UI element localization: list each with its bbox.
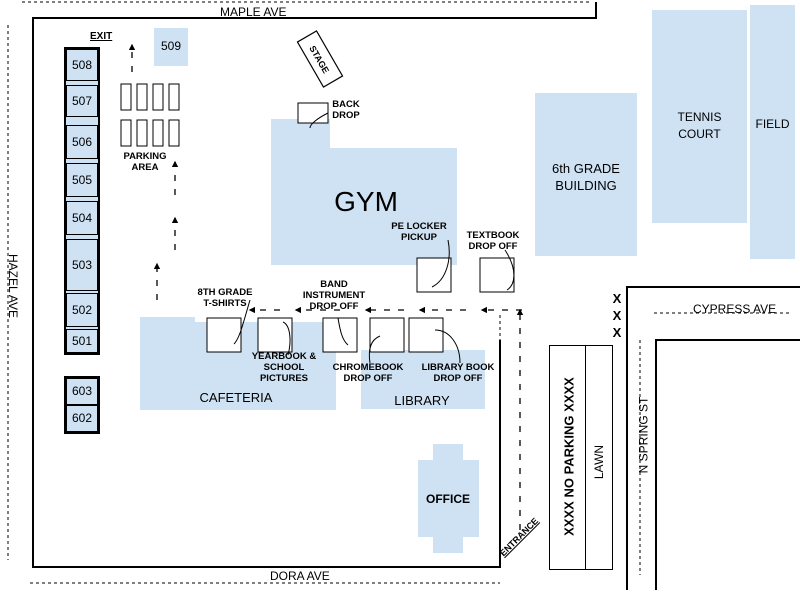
library-building <box>361 350 485 409</box>
exit-label: EXIT <box>90 31 113 42</box>
x-marker: X <box>612 308 622 323</box>
campus-boundary <box>32 2 597 568</box>
lawn-label: LAWN <box>592 444 606 480</box>
portable-506: 506 <box>66 125 98 159</box>
portable-501: 501 <box>66 329 98 353</box>
pe-locker-label: PE LOCKER PICKUP <box>391 221 447 243</box>
portable-509-bg <box>154 28 188 66</box>
cypress-ave-label: CYPRESS AVE <box>693 302 777 316</box>
buildings <box>140 5 795 553</box>
no-parking-label: XXXX NO PARKING XXXX <box>561 377 577 536</box>
eighth-grade-box <box>206 317 242 353</box>
portable-502: 502 <box>66 293 98 327</box>
library-book-label: LIBRARY BOOK DROP OFF <box>421 362 495 384</box>
tennis-court-label: TENNIS COURT <box>677 110 722 141</box>
x-marker: X <box>612 291 622 306</box>
yearbook-box <box>257 317 293 353</box>
portable-503: 503 <box>66 239 98 291</box>
field <box>750 5 795 259</box>
parking-spaces <box>120 83 180 147</box>
back-drop-label: BACK DROP <box>332 99 360 121</box>
band-box <box>322 317 358 353</box>
portable-505: 505 <box>66 163 98 197</box>
dashed-street-edges <box>7 1 790 584</box>
traffic-arrows <box>128 43 524 530</box>
portable-508: 508 <box>66 49 98 81</box>
sixth-grade-label: 6th GRADE BUILDING <box>552 161 620 193</box>
band-label: BAND INSTRUMENT DROP OFF <box>302 279 366 312</box>
library-label: LIBRARY <box>394 393 450 408</box>
portables-lower: 603 602 <box>64 376 100 434</box>
field-label: FIELD <box>755 117 790 131</box>
portable-509: 509 <box>160 39 182 53</box>
gym-building <box>271 119 457 265</box>
pe-locker-box <box>416 257 452 293</box>
station-boxes <box>206 102 515 353</box>
chromebook-label: CHROMEBOOK DROP OFF <box>332 362 404 384</box>
chromebook-box <box>369 317 405 353</box>
portable-504: 504 <box>66 201 98 235</box>
gym-label: GYM <box>334 186 398 217</box>
x-marker: X <box>612 325 622 340</box>
office-building <box>418 444 479 553</box>
portables-column: 508 507 506 505 504 503 502 501 <box>64 47 100 355</box>
yearbook-label: YEARBOOK & SCHOOL PICTURES <box>251 351 317 384</box>
no-parking-strip <box>549 345 586 570</box>
hazel-ave-label: HAZEL AVE <box>6 253 21 319</box>
portable-602: 602 <box>66 405 98 432</box>
eighth-grade-label: 8TH GRADE T-SHIRTS <box>197 287 253 309</box>
sixth-grade-building <box>535 93 637 256</box>
lawn-area <box>586 345 613 570</box>
callout-curves <box>233 112 515 364</box>
portable-603: 603 <box>66 378 98 405</box>
road-edges <box>626 286 800 590</box>
textbook-box <box>479 257 515 293</box>
maple-ave-label: MAPLE AVE <box>220 5 287 19</box>
library-book-box <box>408 317 444 353</box>
cafeteria-label: CAFETERIA <box>199 390 273 405</box>
parking-area-label: PARKING AREA <box>123 151 167 173</box>
xxx-markers: X X X <box>610 290 624 341</box>
portable-507: 507 <box>66 85 98 117</box>
n-spring-st-label: N SPRING ST <box>636 396 651 474</box>
stage: STAGE <box>296 30 344 88</box>
office-label: OFFICE <box>426 492 470 506</box>
tennis-court <box>652 10 747 223</box>
textbook-label: TEXTBOOK DROP OFF <box>466 230 520 252</box>
dora-ave-label: DORA AVE <box>270 569 330 583</box>
